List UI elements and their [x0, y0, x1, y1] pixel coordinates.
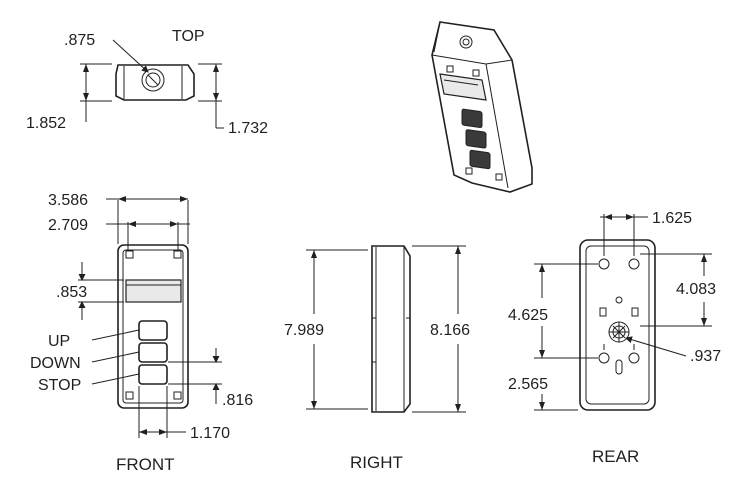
dim-front-outer-label: 3.586: [48, 192, 88, 209]
iso-screw-br: [495, 173, 503, 181]
dim-front-outer-arrows: [118, 196, 188, 202]
iso-button-up: [461, 108, 483, 128]
iso-screw-tl: [446, 65, 454, 73]
dim-front-button-arrows: [139, 429, 167, 435]
rear-view: 1.625 4.083 4.625 .937 2.565 REAR: [508, 210, 721, 466]
rear-view-caption: REAR: [592, 447, 639, 466]
dim-right-inner-label: 7.989: [284, 322, 324, 339]
top-view-hole-slash: [147, 74, 159, 86]
iso-button-down: [465, 129, 487, 149]
front-screw-br: [173, 391, 182, 400]
iso-top-edge: [431, 54, 513, 65]
iso-button-stop: [469, 149, 491, 170]
rear-grommet-cross: [609, 322, 629, 342]
leader-up: [91, 329, 140, 341]
dim-top-hole-label: .875: [64, 32, 95, 49]
iso-body-outline: [431, 21, 533, 193]
dim-front-window-label: .853: [56, 284, 87, 301]
iso-display-window: [439, 73, 487, 101]
leader-stop: [91, 373, 140, 385]
dim-rear-lower-label: 2.565: [508, 376, 548, 393]
iso-top-hole-inner: [462, 38, 470, 46]
rear-keyhole-br: [628, 352, 640, 364]
top-view-caption: TOP: [172, 28, 205, 45]
dim-rear-mid-label: 4.625: [508, 307, 548, 324]
iso-window-line: [443, 79, 479, 86]
isometric-view: [431, 21, 533, 193]
dim-top-right-label: 1.732: [228, 120, 268, 137]
dim-front-inner-label: 2.709: [48, 217, 88, 234]
dim-rear-width-arrows: [604, 214, 634, 220]
dim-right-outer-label: 8.166: [430, 322, 470, 339]
dim-rear-width-label: 1.625: [652, 210, 692, 227]
iso-back-edge: [433, 21, 441, 53]
label-stop: STOP: [38, 377, 81, 394]
rear-keyhole-tl: [598, 258, 610, 270]
top-view: .875 TOP 1.852 1.732: [26, 28, 268, 137]
dim-rear-upper-label: 4.083: [676, 281, 716, 298]
front-body-inner: [122, 249, 184, 404]
rear-keyhole-tr: [628, 258, 640, 270]
front-screw-bl: [125, 391, 134, 400]
iso-screw-bl: [465, 167, 473, 175]
front-view: 3.586 2.709 .853 UP DOWN STOP .816 1.170…: [30, 192, 253, 474]
top-view-hole-outer: [141, 68, 165, 92]
dim-top-left-label: 1.852: [26, 115, 66, 132]
rear-body-outer: [579, 239, 656, 411]
dim-rear-hole-leader: [625, 336, 687, 357]
iso-screw-tr: [472, 69, 480, 77]
rear-small-hole: [615, 296, 623, 304]
rear-body-inner: [585, 245, 650, 405]
dim-front-button-label: 1.170: [190, 425, 230, 442]
front-display-window: [125, 279, 182, 303]
dim-top-hole-leader: [112, 39, 149, 73]
leader-down: [91, 351, 140, 363]
rear-slot: [615, 359, 623, 375]
front-screw-tl: [125, 250, 134, 259]
label-up: UP: [48, 333, 70, 350]
label-down: DOWN: [30, 355, 81, 372]
rear-tab-left: [599, 307, 607, 317]
rear-keyhole-bl: [598, 352, 610, 364]
dim-rear-hole-label: .937: [690, 348, 721, 365]
dim-front-gap-label: .816: [222, 392, 253, 409]
rear-tab-right: [631, 307, 639, 317]
right-view-caption: RIGHT: [350, 453, 403, 472]
dim-top-right-arrows: [213, 64, 219, 101]
right-view: 7.989 8.166 RIGHT: [284, 245, 470, 472]
dim-rear-upper-arrows: [701, 254, 707, 326]
front-screw-tr: [173, 250, 182, 259]
front-view-caption: FRONT: [116, 455, 175, 474]
dim-rear-lower-arrow: [539, 402, 545, 410]
iso-side-edge: [485, 63, 509, 189]
dim-top-left-arrows: [83, 64, 89, 101]
iso-top-hole: [459, 35, 473, 49]
top-view-hole-inner: [145, 72, 161, 88]
